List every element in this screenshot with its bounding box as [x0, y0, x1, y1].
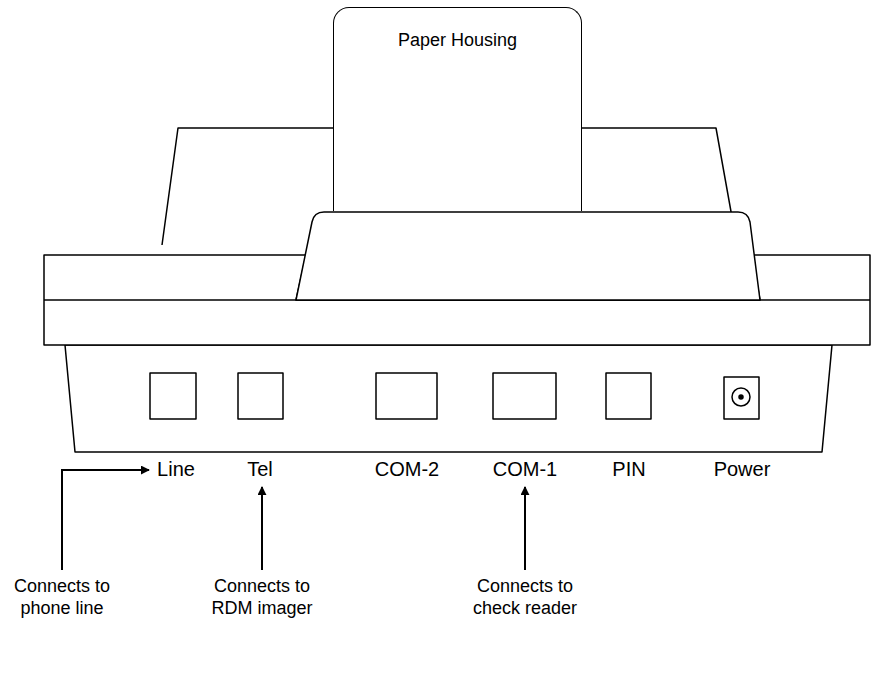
power-jack [732, 388, 750, 406]
pin-port [606, 373, 651, 419]
port-label: Tel [247, 457, 273, 481]
com1-port [493, 373, 556, 419]
power-port [724, 377, 759, 419]
callout-note: Connects to check reader [466, 576, 584, 619]
com2-port [376, 373, 437, 419]
lower-body [65, 345, 832, 452]
leader-arrow [62, 470, 149, 570]
power-pin [739, 395, 743, 399]
port-label: COM-2 [375, 457, 439, 481]
callout-note: Connects to phone line [6, 576, 118, 619]
port-label: COM-1 [493, 457, 557, 481]
port-label: Power [714, 457, 771, 481]
callout-note: Connects to RDM imager [203, 576, 321, 619]
tel-port [238, 373, 283, 419]
port-label: PIN [612, 457, 645, 481]
middle-housing [296, 212, 760, 300]
port-label: Line [157, 457, 195, 481]
rear-body-left [162, 128, 333, 245]
leader-arrow [261, 487, 263, 570]
housing-box: Paper Housing [333, 7, 582, 211]
line-port [150, 373, 196, 419]
housing-label: Paper Housing [342, 30, 573, 52]
leader-arrow [524, 487, 526, 570]
